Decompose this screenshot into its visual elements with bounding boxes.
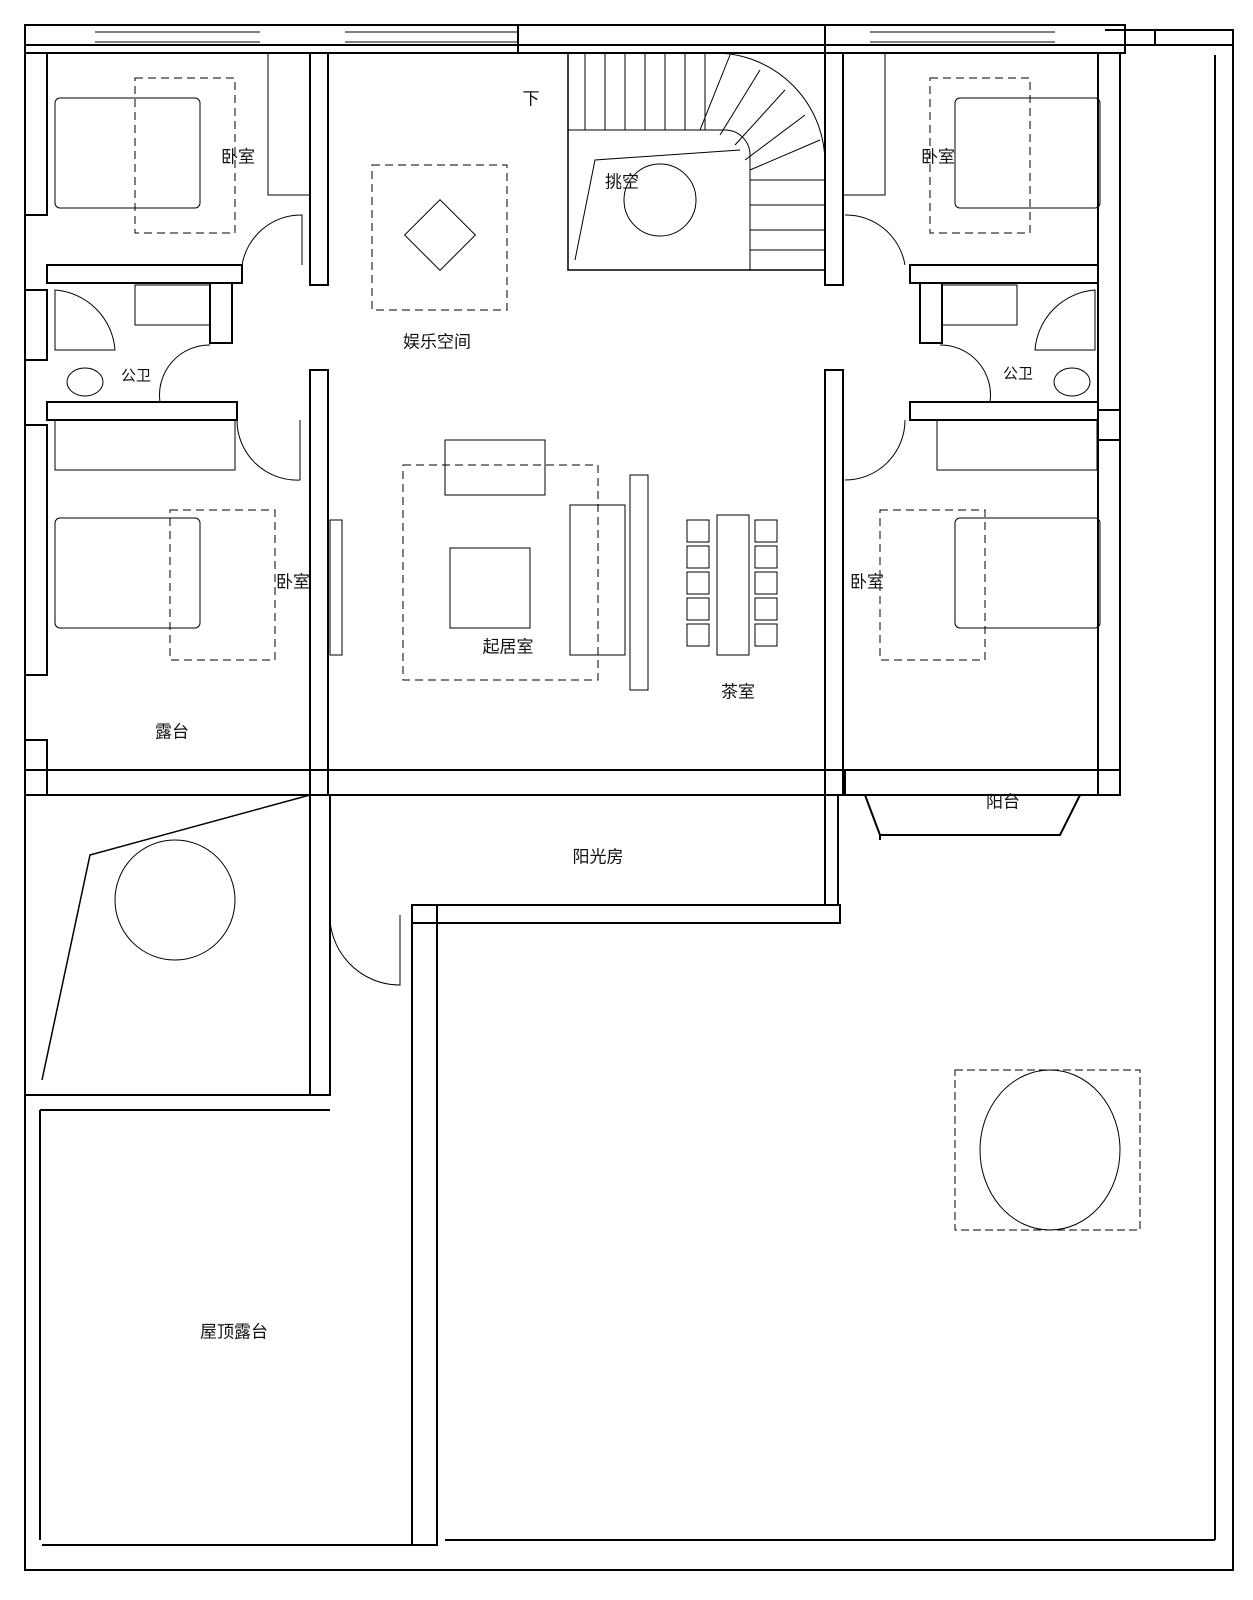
room-label-sunroom: 阳光房 <box>572 847 624 868</box>
roof-outline <box>24 44 1234 1571</box>
room-label-bath-e: 公卫 <box>1002 364 1034 383</box>
room-label-bedroom-sw: 卧室 <box>276 572 310 593</box>
room-label-entertainment: 娱乐空间 <box>403 332 471 353</box>
plant-icon <box>623 163 697 237</box>
room-label-bedroom-ne: 卧室 <box>921 147 955 168</box>
room-label-balcony: 阳台 <box>986 792 1020 813</box>
bed-icon <box>54 97 201 209</box>
room-label-tea: 茶室 <box>721 682 755 703</box>
room-label-bath-w: 公卫 <box>120 366 152 385</box>
stairs-down-label: 下 <box>522 89 540 110</box>
room-label-roof-terrace: 屋顶露台 <box>200 1322 268 1343</box>
room-label-bedroom-se: 卧室 <box>850 572 884 593</box>
room-label-bedroom-nw: 卧室 <box>221 147 255 168</box>
top-wall <box>24 24 1126 54</box>
room-label-void: 挑空 <box>605 172 639 193</box>
room-label-living: 起居室 <box>482 637 534 658</box>
room-label-terrace: 露台 <box>155 722 189 743</box>
